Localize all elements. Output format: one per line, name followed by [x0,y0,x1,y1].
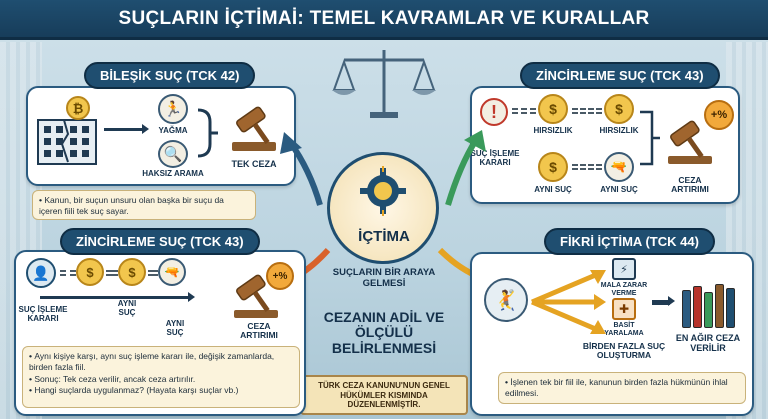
fikri-note-text: İşlenen tek bir fiil ile, kanunun birden… [505,377,739,400]
bilesik-note: Kanun, bir suçun unsuru olan başka bir s… [32,190,256,220]
pistol-icon: 🔫 [604,152,634,182]
bandage-icon: ✚ [612,298,636,320]
center-caption-2: CEZANIN ADİL VE ÖLÇÜLÜ BELİRLENMESİ [323,309,445,356]
label-yagma: YAĞMA [158,126,188,135]
zincir-top-label-a2: AYNI SUÇ [600,185,638,194]
money-bag-icon-1: $ [538,94,568,124]
label-en-agir-ceza: EN AĞIR CEZA VERİLİR [675,333,741,353]
zincir-top-title: ZİNCİRLEME SUÇ (TCK 43) [520,62,720,89]
money-bag-icon-5: $ [118,258,146,286]
chain-link [512,108,536,114]
arrow-to-books [652,296,675,306]
alert-icon: ! [480,98,508,126]
label-mala-zarar: MALA ZARAR VERME [600,282,648,297]
label-haksiz-arama: HAKSIZ ARAMA [142,169,204,178]
fikri-note: İşlenen tek bir fiil ile, kanunun birden… [498,372,746,404]
zincir-top-label-h1: HIRSIZLIK [533,126,573,135]
zincir-note-3: Hangi suçlarda uygulanmaz? (Hayata karşı… [29,385,293,396]
gear-icon [360,166,406,216]
flow-line [40,292,195,302]
chain-link [572,108,602,114]
ictima-label: İÇTİMA [358,228,410,245]
zincir-note-1: Aynı kişiye karşı, aynı suç işleme karar… [29,351,293,374]
header-bar: SUÇLARIN İÇTİMAİ: TEMEL KAVRAMLAR VE KUR… [0,0,768,40]
magnifier-icon: 🔍 [158,140,188,168]
center-caption-1: SUÇLARIN BİR ARAYA GELMESİ [332,267,436,289]
zincir-bottom-notes: Aynı kişiye karşı, aynı suç işleme karar… [22,346,300,408]
broken-window-icon: ⚡ [612,258,636,280]
zincir-top-label-h2: HIRSIZLIK [599,126,639,135]
zincir-bottom-title: ZİNCİRLEME SUÇ (TCK 43) [60,228,260,255]
percent-drop-icon: +% [266,262,294,290]
chain-link [60,270,76,276]
zincir-top-label-start: SUÇ İŞLEME KARARI [470,149,520,167]
money-bag-icon-2: $ [604,94,634,124]
label-basit-yaralama: BASİT YARALAMA [604,322,644,337]
zincir-top-label-result: CEZA ARTIRIMI [671,175,709,195]
money-bag-icon-4: $ [76,258,104,286]
label-tek-ceza: TEK CEZA [231,159,277,169]
chain-link [148,270,158,276]
fan-arrows [531,270,606,334]
percent-drop-icon: +% [704,100,734,130]
arrow-to-yagma [104,124,149,134]
zincir-note-2: Sonuç: Tek ceza verilir, ancak ceza artı… [29,374,293,385]
flow-arrow-icon [640,110,660,166]
gavel-icon [668,120,712,164]
law-books-icon [682,284,735,328]
fikri-title: FİKRİ İÇTİMA (TCK 44) [544,228,715,255]
zincir-top-label-a1: AYNI SUÇ [534,185,572,194]
bitcoin-icon: ₿ [66,96,90,120]
pistol-icon: 🔫 [158,258,186,286]
tck-scroll: TÜRK CEZA KANUNU'NUN GENEL HÜKÜMLER KISM… [300,375,468,415]
zincir-bottom-label-result: CEZA ARTIRIMI [240,321,278,341]
person-pin-icon: 👤 [26,258,56,288]
scales-icon [332,50,436,118]
zincir-bottom-label-a2: AYNI SUÇ [165,319,185,337]
gavel-icon [232,106,276,151]
money-bag-icon-3: $ [538,152,568,182]
person-throwing-icon: 🤾 [484,278,528,322]
gavel-icon [234,274,278,318]
building-icon [37,119,97,165]
bilesik-note-text: Kanun, bir suçun unsuru olan başka bir s… [39,195,249,218]
zincir-bottom-label-start: SUÇ İŞLEME KARARI [18,305,68,323]
thief-icon: 🏃 [158,94,188,124]
label-birden-fazla: BİRDEN FAZLA SUÇ OLUŞTURMA [582,341,666,361]
chain-link [106,270,118,276]
chain-link [572,164,602,170]
zincir-bottom-label-a1: AYNI SUÇ [117,299,137,317]
page-title: SUÇLARIN İÇTİMAİ: TEMEL KAVRAMLAR VE KUR… [118,7,650,29]
bracket-icon [197,108,218,158]
bilesik-title: BİLEŞİK SUÇ (TCK 42) [84,62,256,89]
